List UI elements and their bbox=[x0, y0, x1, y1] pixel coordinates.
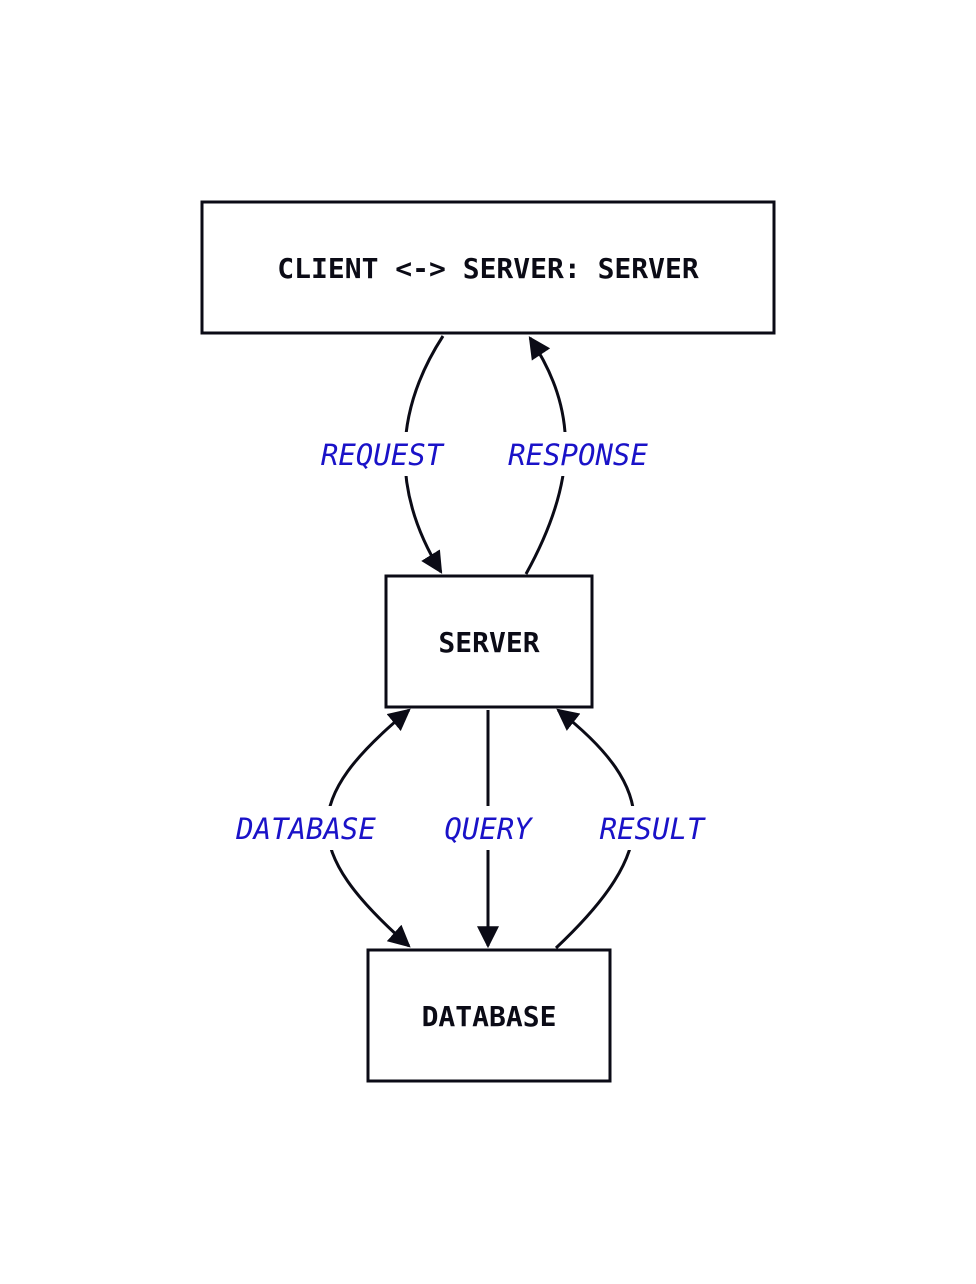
node-client: CLIENT <-> SERVER: SERVER bbox=[200, 200, 776, 335]
edge-label-result: RESULT bbox=[600, 812, 706, 846]
node-database-box bbox=[366, 948, 612, 1083]
node-client-box bbox=[200, 200, 776, 335]
edge-label-response-group: RESPONSE bbox=[498, 432, 658, 476]
edge-label-response: RESPONSE bbox=[508, 438, 648, 472]
edge-label-request-group: REQUEST bbox=[312, 432, 452, 476]
edge-label-query: QUERY bbox=[444, 812, 534, 846]
edge-label-database: DATABASE bbox=[235, 812, 376, 846]
edge-label-query-group: QUERY bbox=[436, 806, 540, 850]
edge-label-result-group: RESULT bbox=[590, 806, 714, 850]
node-database: DATABASE bbox=[366, 948, 612, 1083]
node-server-box bbox=[384, 574, 594, 709]
node-client-label: CLIENT <-> SERVER: SERVER bbox=[277, 252, 699, 285]
node-database-label: DATABASE bbox=[422, 1000, 557, 1033]
node-server: SERVER bbox=[384, 574, 594, 709]
edge-label-database-group: DATABASE bbox=[226, 806, 386, 850]
node-server-label: SERVER bbox=[438, 626, 539, 659]
edge-label-request: REQUEST bbox=[321, 438, 445, 472]
